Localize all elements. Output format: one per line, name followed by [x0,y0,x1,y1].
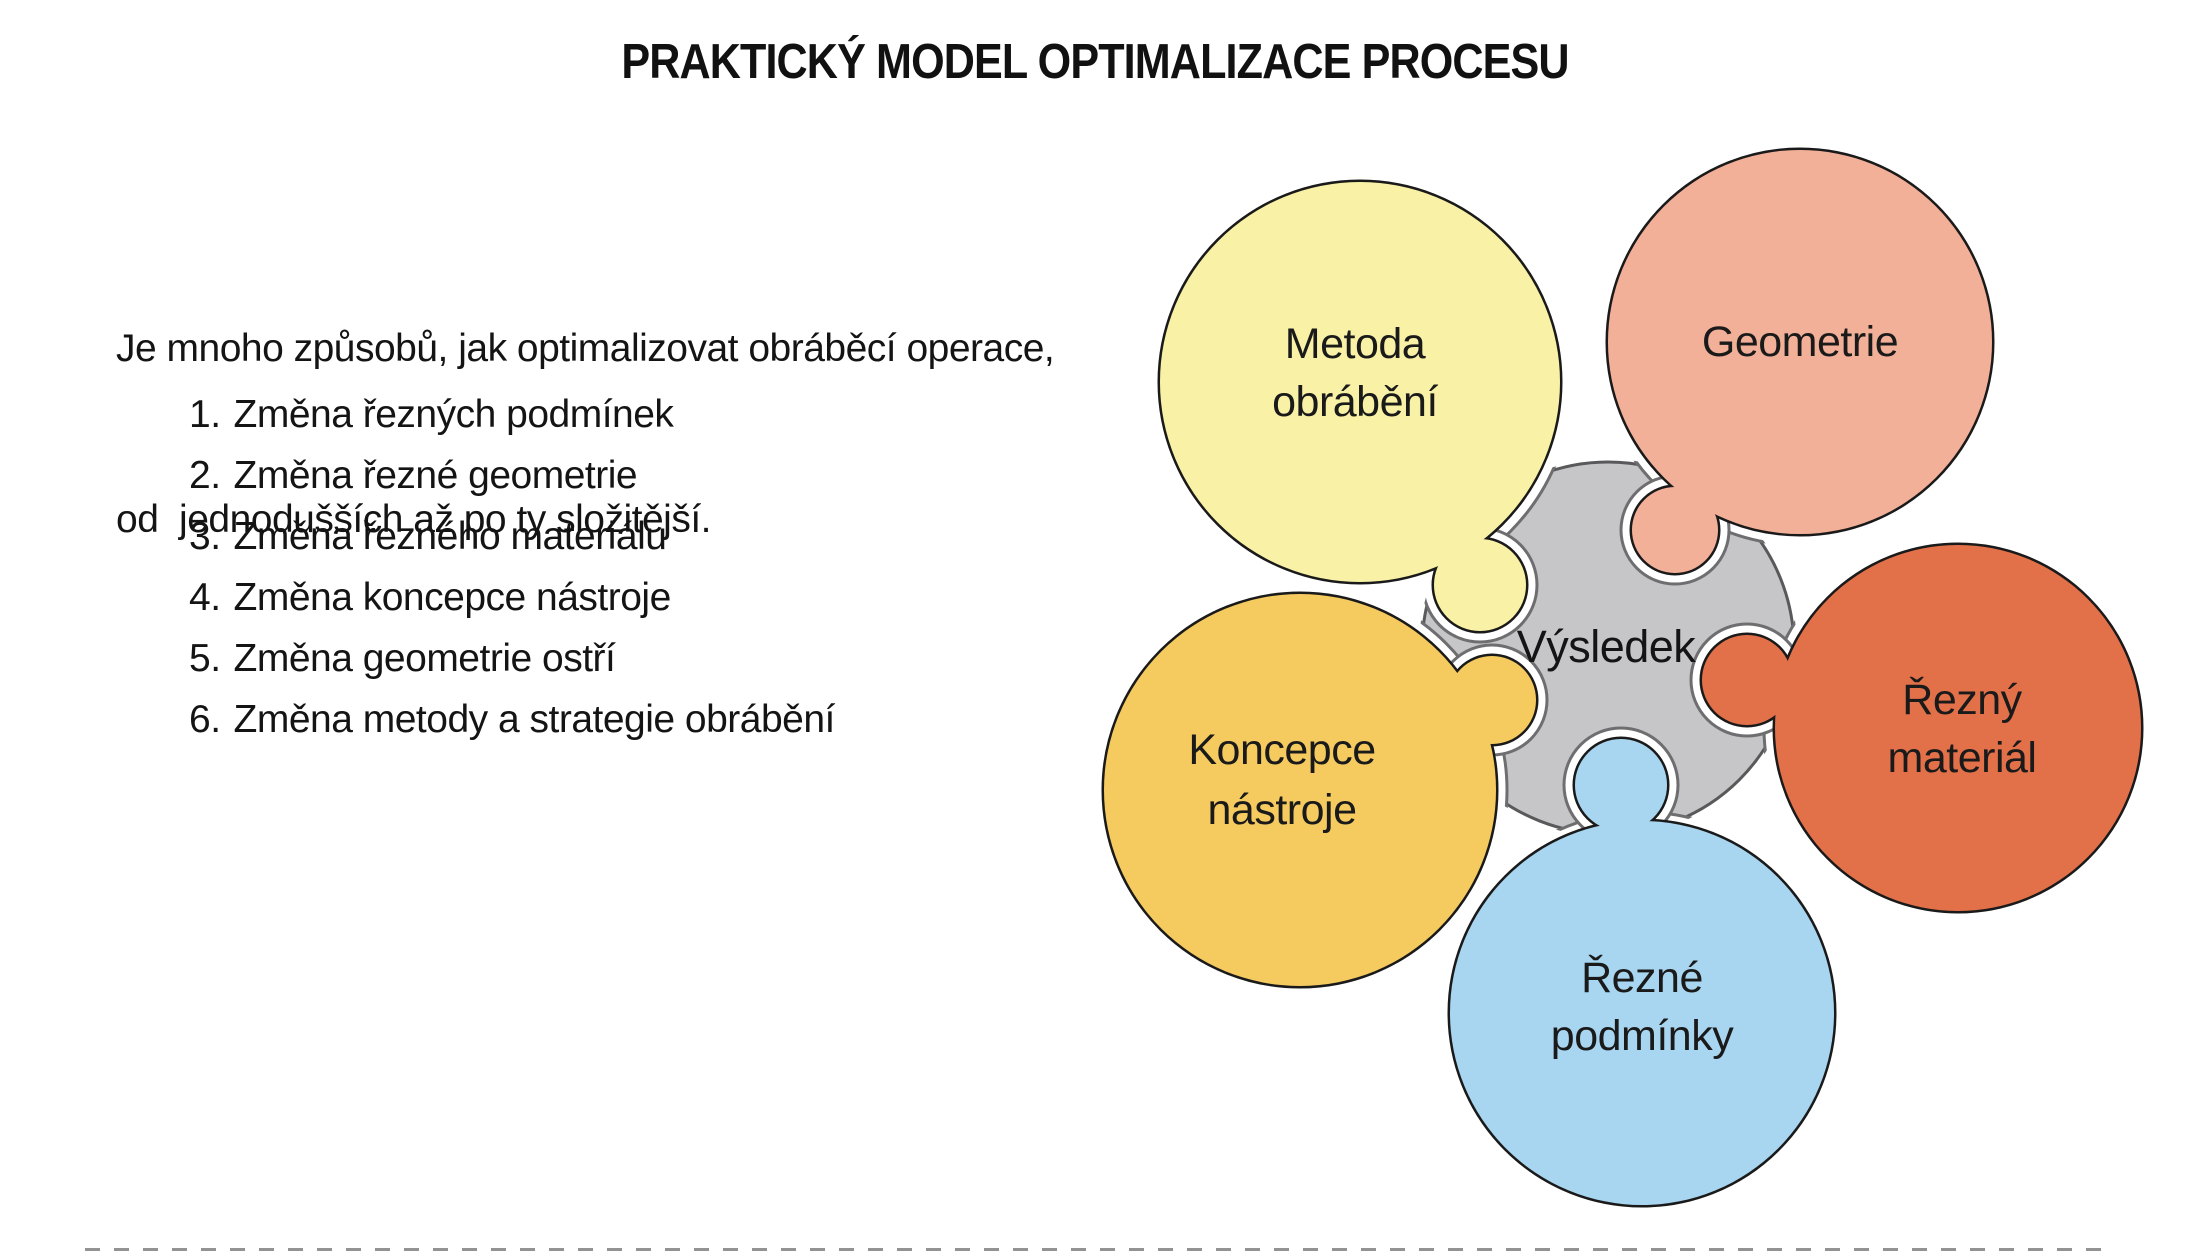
list-item-text: Změna koncepce nástroje [233,576,672,619]
intro-line-2: od jednodušších až po ty složitější. [116,498,712,541]
list-item-6: 6. Změna metody a strategie obrábění [189,689,835,750]
intro-line-1: Je mnoho způsobů, jak optimalizovat obrá… [116,327,1055,370]
list-item-number: 6. [189,698,221,741]
list-item-text: Změna řezných podmínek [233,393,674,436]
list-item-3: 3. Změna řezného materiálu [189,506,835,567]
page-title: PRAKTICKÝ MODEL OPTIMALIZACE PROCESU [621,35,1569,89]
petal-geometrie: Geometrie [1605,147,1995,576]
list-item-text: Změna geometrie ostří [233,637,616,680]
options-list: 1. Změna řezných podmínek 2. Změna řezné g… [189,384,835,750]
list-item-number: 5. [189,637,221,680]
list-item-5: 5. Změna geometrie ostří [189,628,835,689]
list-item-number: 2. [189,454,221,497]
list-item-4: 4. Změna koncepce nástroje [189,567,835,628]
list-item-text: Změna řezného materiálu [233,515,667,558]
petal-label: Geometrie [1702,318,1898,366]
list-item-2: 2. Změna řezné geometrie [189,445,835,506]
list-item-number: 1. [189,393,221,436]
list-item-text: Změna řezné geometrie [233,454,638,497]
center-hub-label: Výsledek [1517,621,1697,672]
list-item-number: 4. [189,576,221,619]
intro-paragraph: Je mnoho způsobů, jak optimalizovat obrá… [116,206,1055,662]
cropped-text-edge [85,1248,2108,1251]
list-item-1: 1. Změna řezných podmínek [189,384,835,445]
list-item-text: Změna metody a strategie obrábění [233,698,836,741]
list-item-number: 3. [189,515,221,558]
